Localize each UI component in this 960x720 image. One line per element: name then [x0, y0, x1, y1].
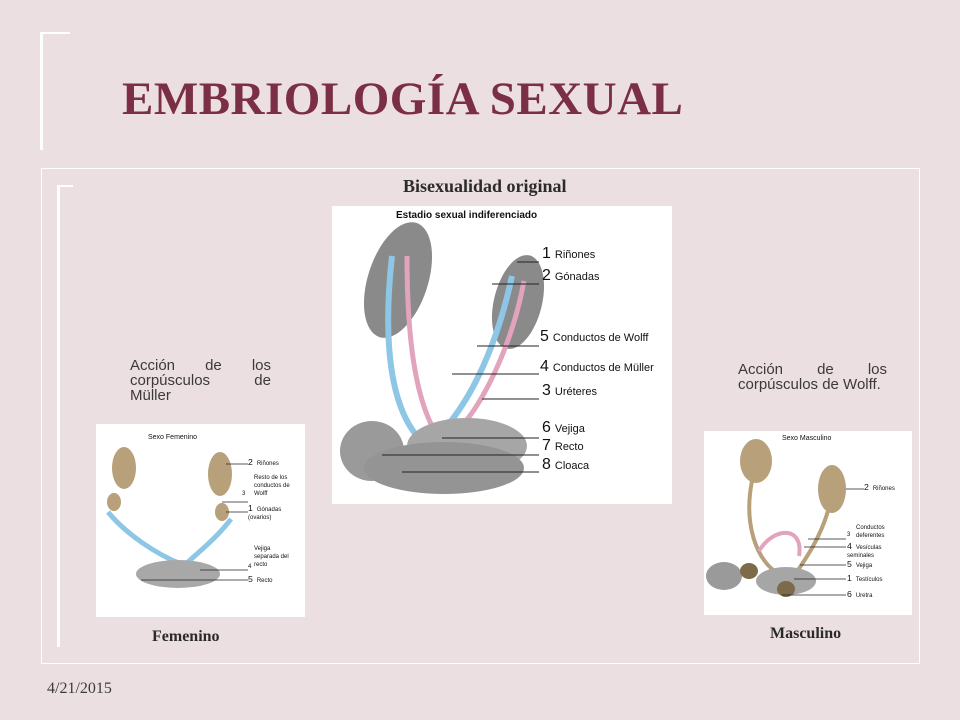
left-muller-duct [404, 255, 435, 428]
left-caption: Acción de los corpúsculos de Müller [130, 357, 271, 404]
center-diagram-drawing [340, 222, 545, 494]
left-kidney-shape [363, 222, 433, 338]
female-pelvis [136, 560, 220, 588]
female-left-kidney [112, 447, 136, 489]
male-label-2: Conductos deferentes [856, 525, 885, 539]
female-diagram-drawing [106, 447, 248, 588]
female-left-tube [106, 510, 182, 567]
male-heading: Masculino [770, 625, 842, 642]
decorative-bracket-panel [57, 185, 73, 647]
female-right-ovary [215, 503, 229, 521]
right-caption: Acción de los corpúsculos de Wolff. [738, 361, 887, 393]
male-label-3: 3 [847, 532, 851, 538]
male-diagram-drawing [706, 439, 864, 597]
right-wolff-duct [444, 275, 515, 428]
male-figure-title: Sexo Masculino [782, 435, 832, 442]
cloaca-shape [364, 442, 524, 494]
male-left-ureter [747, 480, 784, 578]
male-testis-right [777, 581, 795, 597]
male-vas-deferens [757, 530, 802, 557]
female-label-5: Vejiga separada del recto [254, 546, 289, 568]
female-right-kidney [208, 452, 232, 496]
footer-date: 4/21/2015 [47, 680, 112, 697]
content-panel [41, 168, 920, 664]
male-left-kidney [740, 439, 772, 483]
female-label-6: 4 [248, 564, 252, 570]
female-left-ovary [107, 493, 121, 511]
female-label-2: Resto de los conductos de Wolff [254, 475, 290, 497]
female-label-3: 3 [242, 491, 246, 497]
female-figure-title: Sexo Femenino [148, 434, 198, 441]
center-figure-title: Estadio sexual indiferenciado [396, 210, 538, 221]
male-testis-left [740, 563, 758, 579]
slide-title: EMBRIOLOGÍA SEXUAL [122, 73, 684, 125]
male-right-kidney [818, 465, 846, 513]
female-heading: Femenino [152, 628, 220, 645]
decorative-bracket-top [40, 32, 70, 150]
male-pelvis-left [706, 562, 742, 590]
left-wolff-duct [385, 255, 420, 438]
center-heading: Bisexualidad original [403, 176, 567, 196]
female-right-tube [184, 517, 233, 566]
